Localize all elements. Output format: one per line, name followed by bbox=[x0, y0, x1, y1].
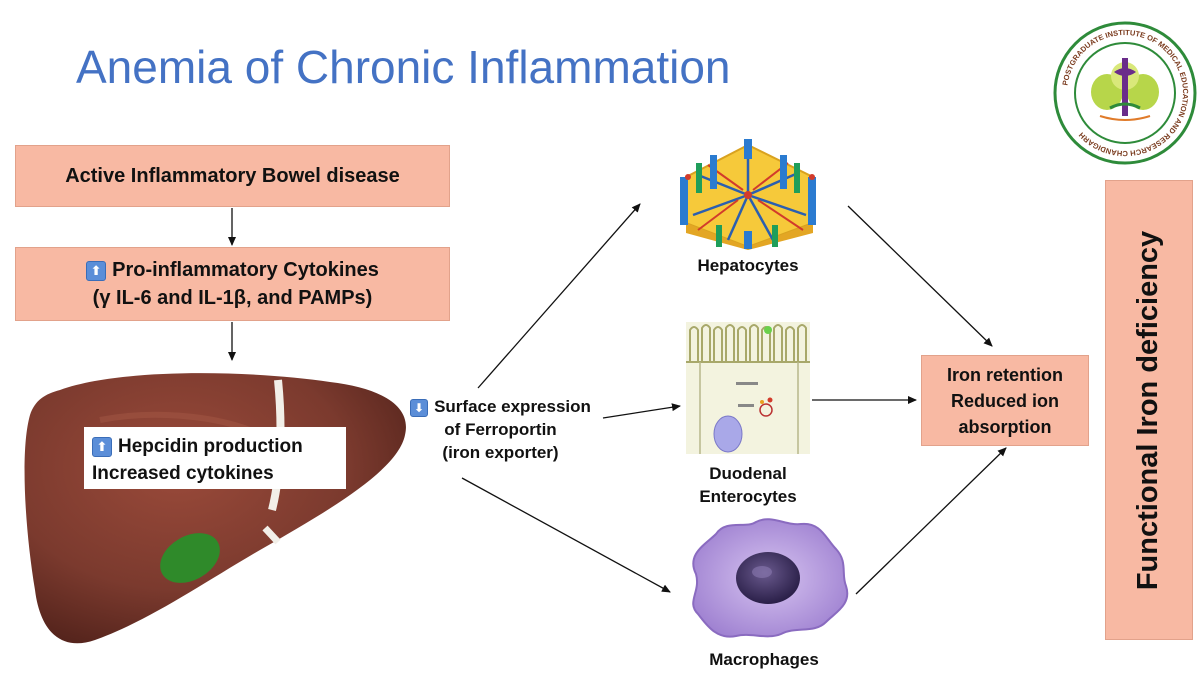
cytokines-box: ⬆Pro-inflammatory Cytokines (γ IL-6 and … bbox=[15, 247, 450, 321]
hepcidin-box: ⬆ Hepcidin production Increased cytokines bbox=[84, 427, 346, 489]
hepatocytes-image bbox=[680, 139, 816, 250]
hepcidin-line1: Hepcidin production bbox=[118, 436, 303, 457]
arrow-to-macrophages bbox=[461, 477, 671, 593]
ferroportin-line3: (iron exporter) bbox=[442, 443, 559, 462]
enterocytes-line2: Enterocytes bbox=[699, 487, 797, 506]
functional-label: Functional Iron deficiency bbox=[1132, 230, 1165, 590]
down-arrow-icon: ⬇ bbox=[410, 398, 429, 417]
up-arrow-icon: ⬆ bbox=[92, 436, 112, 457]
liver-image bbox=[24, 373, 406, 644]
cytokines-line2: (γ IL-6 and IL-1β, and PAMPs) bbox=[92, 287, 373, 309]
iron-line3: absorption bbox=[958, 416, 1052, 437]
ferroportin-line1: Surface expression bbox=[434, 397, 591, 416]
arrow-macrophages-to-iron bbox=[855, 447, 1007, 595]
enterocytes-label: Duodenal Enterocytes bbox=[660, 462, 836, 508]
enterocytes-line1: Duodenal bbox=[709, 464, 787, 483]
hepcidin-line2: Increased cytokines bbox=[92, 463, 274, 484]
institute-logo: POSTGRADUATE INSTITUTE OF MEDICAL EDUCAT… bbox=[1053, 21, 1197, 165]
ferroportin-line2: of Ferroportin bbox=[444, 420, 557, 439]
ibd-box: Active Inflammatory Bowel disease bbox=[15, 145, 450, 207]
iron-line2: Reduced ion bbox=[950, 390, 1059, 411]
iron-line1: Iron retention bbox=[947, 364, 1063, 385]
up-arrow-icon: ⬆ bbox=[86, 260, 107, 281]
enterocytes-image bbox=[686, 322, 810, 454]
cytokines-line1: Pro-inflammatory Cytokines bbox=[112, 259, 379, 281]
macrophages-label: Macrophages bbox=[709, 650, 819, 669]
macrophage-image bbox=[692, 518, 849, 638]
arrow-to-enterocytes bbox=[602, 403, 681, 419]
logo-emblem bbox=[1091, 58, 1159, 121]
hepatocytes-label: Hepatocytes bbox=[697, 256, 799, 275]
functional-iron-deficiency-box: Functional Iron deficiency bbox=[1105, 180, 1193, 640]
arrow-hepatocytes-to-iron bbox=[847, 205, 993, 347]
ibd-label: Active Inflammatory Bowel disease bbox=[65, 164, 400, 187]
arrow-to-hepatocytes bbox=[477, 203, 641, 389]
iron-retention-box: Iron retention Reduced ion absorption bbox=[921, 355, 1089, 446]
ferroportin-label: ⬇ Surface expression of Ferroportin (iron… bbox=[403, 395, 598, 464]
page-title: Anemia of Chronic Inflammation bbox=[76, 41, 731, 93]
